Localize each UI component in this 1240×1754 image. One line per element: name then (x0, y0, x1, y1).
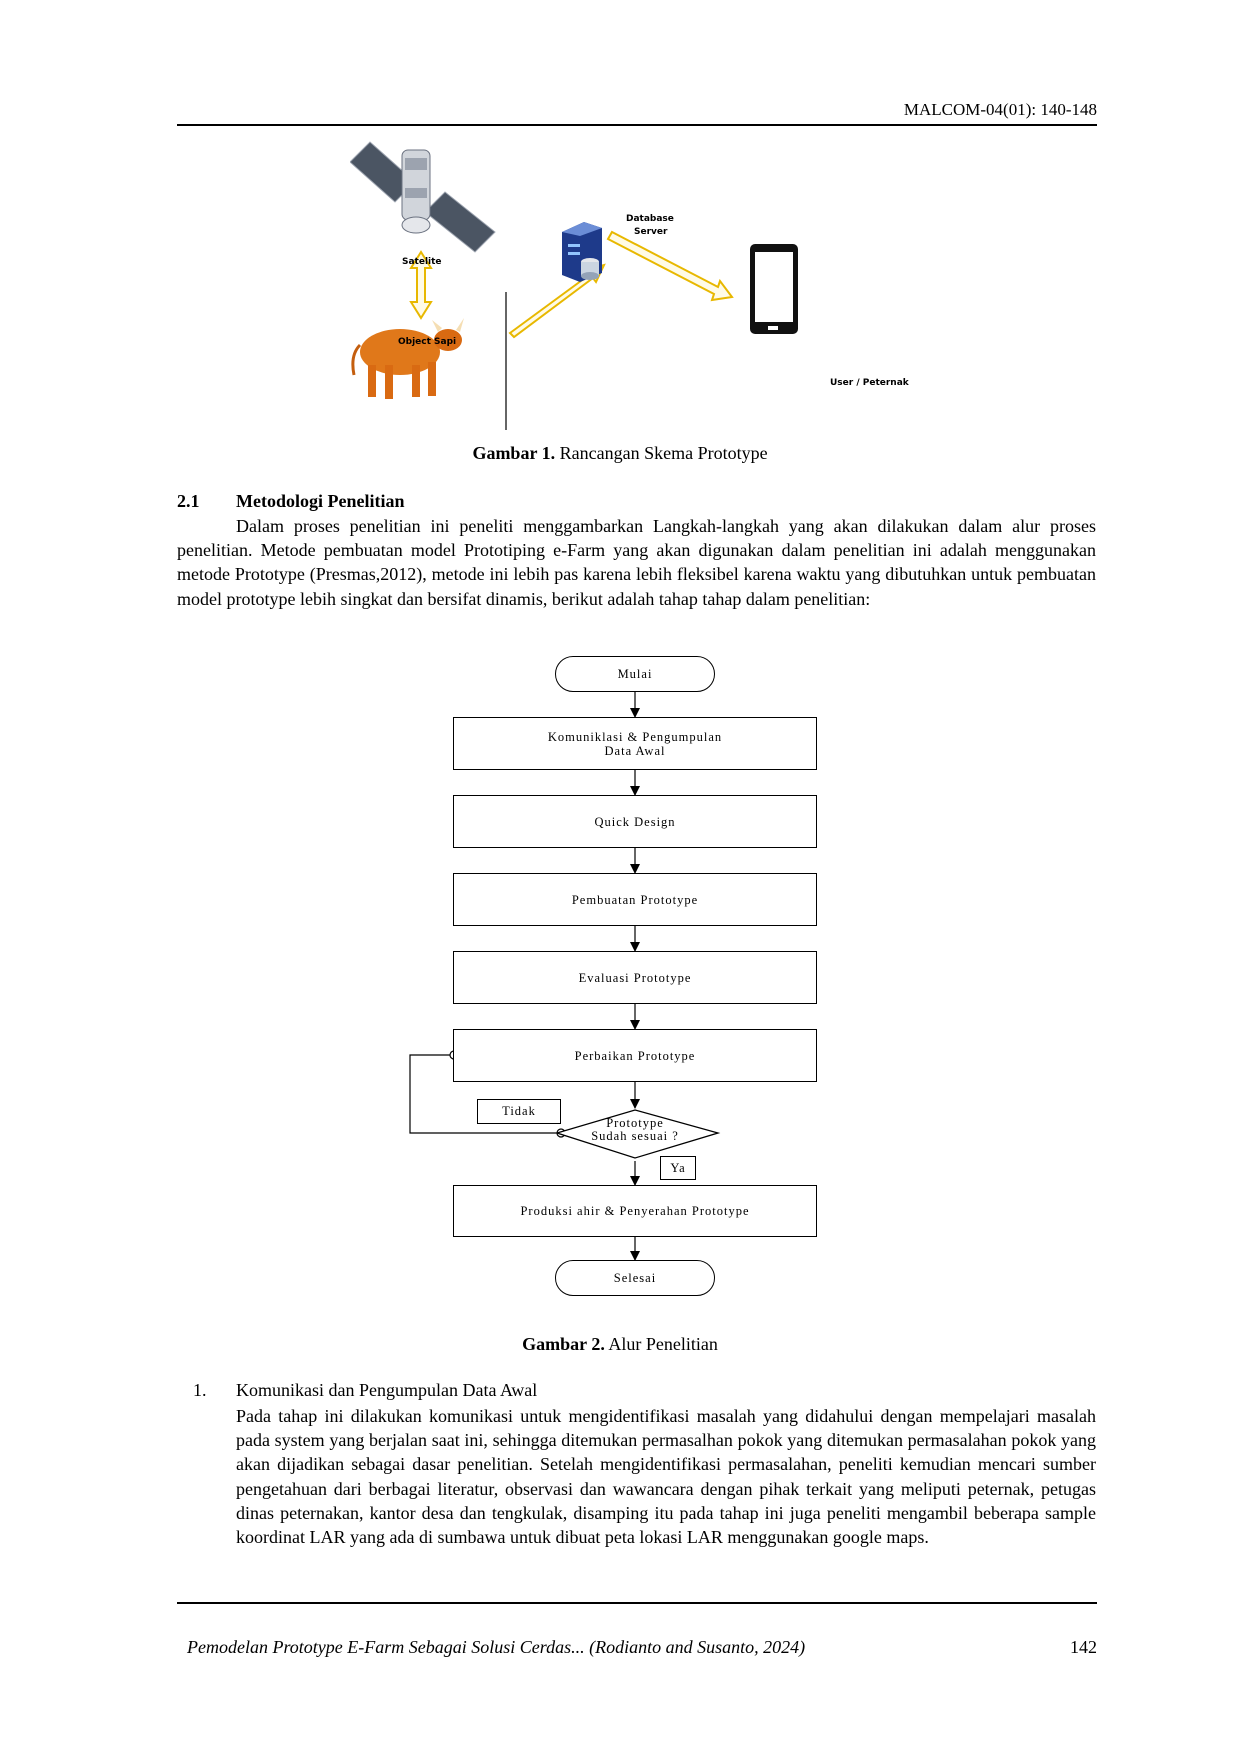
smartphone-icon (750, 244, 798, 334)
flow-decision-line1: Prototype (606, 1116, 664, 1130)
flow-step-communication: Komuniklasi & Pengumpulan Data Awal (453, 717, 817, 770)
header-rule (177, 124, 1097, 126)
figure2-caption-bold: Gambar 2. (522, 1334, 605, 1354)
flow-start: Mulai (555, 656, 715, 692)
satellite-icon (350, 141, 496, 253)
figure1-schema (350, 141, 798, 430)
label-server: Server (634, 227, 668, 237)
footer-rule (177, 1602, 1097, 1604)
footer-citation: Pemodelan Prototype E-Farm Sebagai Solus… (187, 1637, 806, 1657)
figure2-caption-text: Alur Penelitian (604, 1334, 718, 1354)
flow-step-production-label: Produksi ahir & Penyerahan Prototype (520, 1204, 750, 1218)
flow-step-production: Produksi ahir & Penyerahan Prototype (453, 1185, 817, 1237)
flow-step-build-prototype: Pembuatan Prototype (453, 873, 817, 926)
list-item-body-text: Pada tahap ini dilakukan komunikasi untu… (236, 1406, 1096, 1548)
list-item-number: 1. (193, 1380, 207, 1400)
journal-reference: MALCOM-04(01): 140-148 (903, 100, 1097, 119)
database-server-icon (562, 222, 602, 282)
flow-no-label: Tidak (477, 1099, 561, 1124)
label-database: Database (626, 214, 674, 224)
section-paragraph: Dalam proses penelitian ini peneliti men… (177, 514, 1096, 611)
flow-yes-label: Ya (660, 1156, 696, 1180)
flow-yes-label-text: Ya (670, 1160, 686, 1175)
flow-end-label: Selesai (613, 1271, 657, 1285)
flow-no-label-text: Tidak (502, 1104, 536, 1118)
figure1-caption: Gambar 1. Rancangan Skema Prototype (0, 443, 1240, 464)
page-number: 142 (1070, 1637, 1097, 1657)
figure2-caption: Gambar 2. Alur Penelitian (0, 1334, 1240, 1355)
flow-step-fix-prototype: Perbaikan Prototype (453, 1029, 817, 1082)
flow-start-label: Mulai (617, 667, 653, 681)
figure1-caption-bold: Gambar 1. (472, 443, 556, 463)
flow-end: Selesai (555, 1260, 715, 1296)
list-item-body: Pada tahap ini dilakukan komunikasi untu… (236, 1404, 1096, 1549)
label-user: User / Peternak (830, 378, 909, 388)
flow-decision-line2: Sudah sesuai ? (591, 1129, 679, 1143)
list-item-title: Komunikasi dan Pengumpulan Data Awal (236, 1380, 538, 1400)
section-number: 2.1 (177, 491, 200, 511)
flow-step-communication-line1: Komuniklasi & Pengumpulan (547, 729, 723, 744)
flow-step-communication-line2: Data Awal (604, 743, 666, 758)
cow-icon (351, 318, 464, 399)
label-object: Object Sapi (398, 337, 457, 347)
arrow-icon (606, 230, 734, 302)
label-satellite: Satelite (402, 257, 442, 267)
flow-step-fix-prototype-label: Perbaikan Prototype (574, 1048, 696, 1063)
section-title: Metodologi Penelitian (236, 491, 405, 511)
flow-step-evaluate-prototype: Evaluasi Prototype (453, 951, 817, 1004)
flow-step-quick-design-label: Quick Design (594, 814, 676, 829)
section-heading: 2.1 Metodologi Penelitian (177, 491, 404, 512)
section-paragraph-text: Dalam proses penelitian ini peneliti men… (177, 516, 1096, 609)
flow-step-evaluate-prototype-label: Evaluasi Prototype (578, 970, 692, 985)
figure1-caption-text: Rancangan Skema Prototype (555, 443, 768, 463)
flow-step-quick-design: Quick Design (453, 795, 817, 848)
flow-decision-label: Prototype Sudah sesuai ? (570, 1117, 700, 1143)
flow-step-build-prototype-label: Pembuatan Prototype (571, 892, 699, 907)
double-arrow-icon (409, 250, 433, 320)
